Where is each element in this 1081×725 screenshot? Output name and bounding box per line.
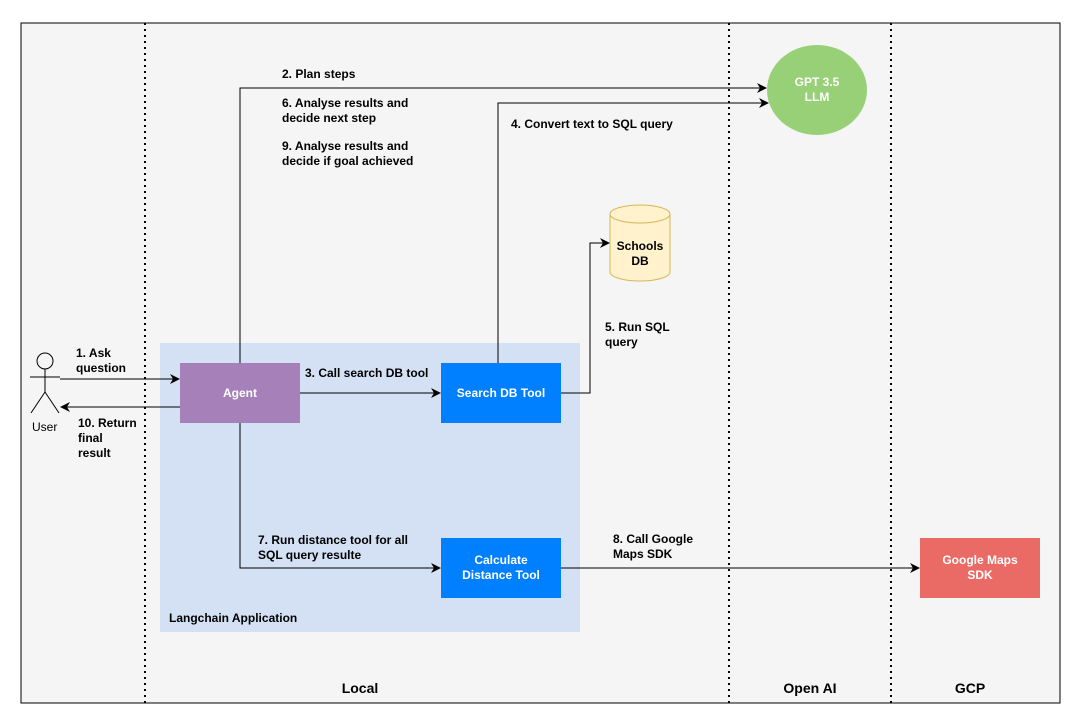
user-label: User: [32, 420, 58, 434]
zone-title-openai: Open AI: [783, 680, 837, 696]
edge-label-ask-question: 1. Ask question: [76, 346, 126, 375]
agent-node[interactable]: [180, 363, 300, 423]
edge-label-return-final-result: 10. Return final result: [78, 416, 137, 460]
edge-run-sql-query: [561, 238, 610, 394]
gpt-llm-node[interactable]: [767, 45, 867, 135]
edge-label-call-google-maps-sdk: 8. Call Google Maps SDK: [613, 532, 694, 561]
schools-db-label: Schools DB: [616, 239, 664, 268]
agent-label: Agent: [223, 385, 257, 400]
edge-label-analyse-next-step: 6. Analyse results and decide next step: [282, 96, 409, 125]
edge-label-run-distance-tool: 7. Run distance tool for all SQL query r…: [258, 533, 409, 562]
zone-title-local: Local: [341, 680, 379, 696]
zone-title-gcp: GCP: [954, 680, 986, 696]
schools-db-node[interactable]: [609, 204, 671, 282]
gpt-llm-label: GPT 3.5 LLM: [794, 75, 840, 104]
search-db-tool-label: Search DB Tool: [456, 385, 546, 400]
google-maps-sdk-node[interactable]: [920, 538, 1040, 598]
user-actor-icon[interactable]: [30, 352, 60, 414]
edge-label-convert-text-to-sql: 4. Convert text to SQL query: [511, 117, 673, 131]
edge-label-call-search-db-tool: 3. Call search DB tool: [305, 366, 429, 380]
search-db-tool-node[interactable]: [441, 363, 561, 423]
google-maps-sdk-label: Google Maps SDK: [942, 553, 1018, 582]
calculate-distance-tool-label: Calculate Distance Tool: [462, 553, 540, 582]
edge-convert-text-to-sql: [497, 98, 769, 363]
edge-label-analyse-goal: 9. Analyse results and decide if goal ac…: [282, 139, 414, 168]
edge-plan-steps: [239, 83, 767, 363]
langchain-application-label: Langchain Application: [169, 611, 298, 625]
edge-label-plan-steps: 2. Plan steps: [282, 67, 356, 81]
edge-run-distance-tool: [239, 423, 441, 573]
calculate-distance-tool-node[interactable]: [441, 538, 561, 598]
edge-label-run-sql-query: 5. Run SQL query: [605, 320, 670, 349]
